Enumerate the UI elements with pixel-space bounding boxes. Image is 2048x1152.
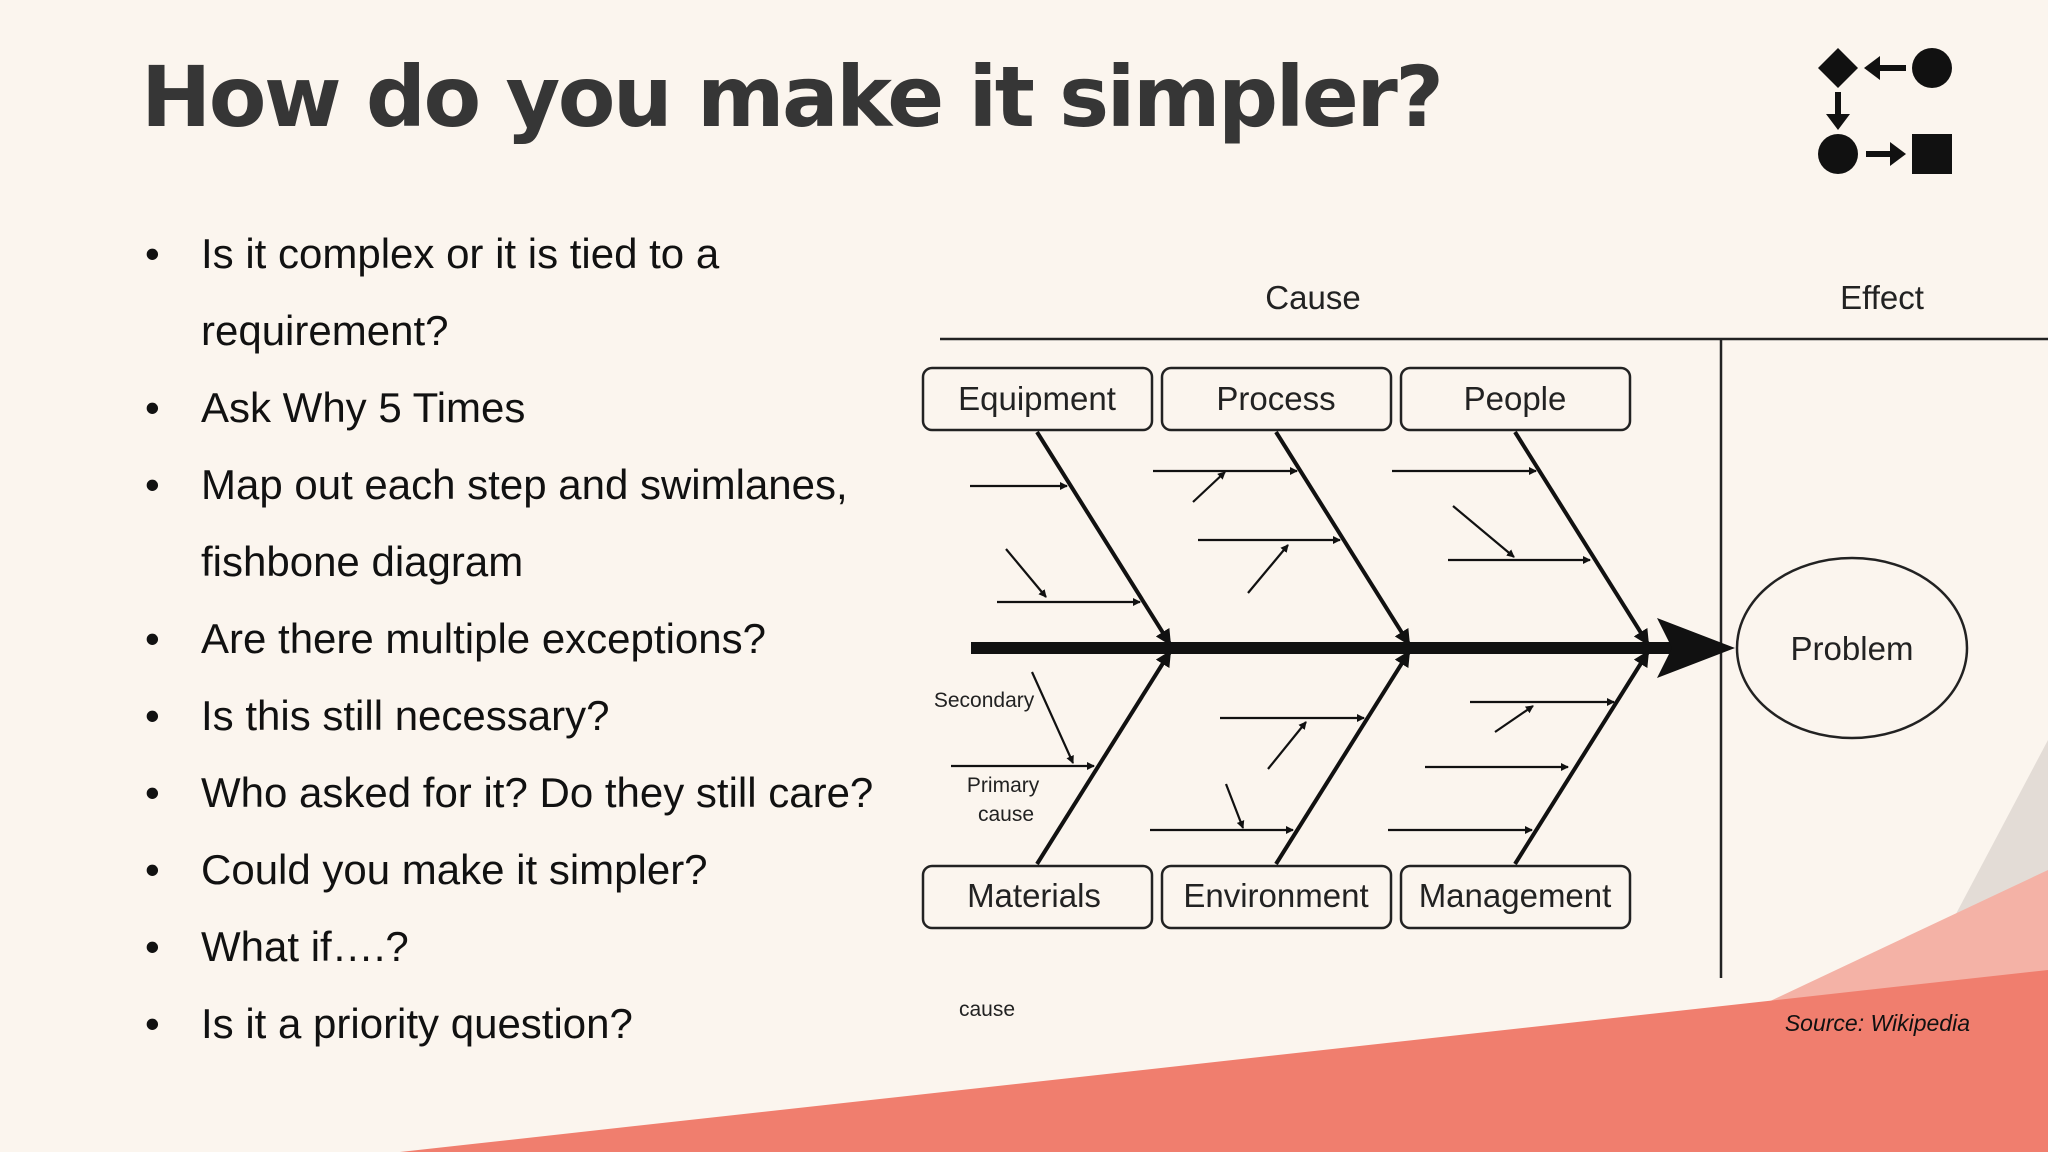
effect-header: Effect [1840,279,1924,316]
source-caption: Source: Wikipedia [1784,1010,1970,1036]
primary-cause-text: Primary [967,774,1040,797]
circle-icon [1818,134,1858,174]
category-box-equipment [921,366,1154,432]
background-red-shape [400,970,2048,1152]
problem-ellipse [1735,556,1969,740]
primary-cause-label: Primary cause [967,774,1045,826]
bullet-item: • Ask Why 5 Times [145,369,905,446]
bullet-dot: • [145,461,160,508]
bullet-list: • Is it complex or it is tied to a requir… [145,215,905,1062]
bullet-text: What if….? [201,923,409,970]
bullet-dot: • [145,615,160,662]
primary-cause-text-line2: cause [978,803,1034,826]
primary-cause-arrows [951,467,1615,834]
square-icon [1912,134,1952,174]
bone-equipment [1035,430,1172,646]
bullet-dot: • [145,384,160,431]
category-label-equipment: Equipment [958,380,1116,417]
bullet-dot: • [145,692,160,739]
bullet-item: • Map out each step and swimlanes, fishbo… [145,446,905,600]
bullet-item: • Is it a priority question? [145,985,905,1062]
bullet-dot: • [145,769,160,816]
bullet-text: Is it complex or it is tied to a require… [201,230,720,354]
slide-title: How do you make it simpler? [141,48,1444,146]
bullet-text: Who asked for it? Do they still care? [201,769,874,816]
bone-people [1513,430,1650,646]
category-label-management: Management [1419,877,1612,914]
bone-environment [1274,650,1411,866]
category-box-people [1399,366,1632,432]
category-box-environment [1160,864,1393,930]
bone-materials [1035,650,1172,866]
arrow-left-icon [1864,56,1880,80]
circle-icon [1912,48,1952,88]
bullet-text: Is this still necessary? [201,692,610,739]
shapes-flow-icon [1818,48,1952,174]
secondary-cause-label: Secondary cause [934,689,1040,1021]
arrow-down-icon [1826,114,1850,130]
bullet-item: • What if….? [145,908,905,985]
bullet-item: • Are there multiple exceptions? [145,600,905,677]
category-label-environment: Environment [1183,877,1368,914]
category-label-process: Process [1216,380,1335,417]
bullet-dot: • [145,846,160,893]
bullet-item: • Is this still necessary? [145,677,905,754]
cause-header: Cause [1265,279,1360,316]
bullet-item: • Could you make it simpler? [145,831,905,908]
fishbone-diagram: Cause Effect Problem Equipment Process P… [921,279,2048,1021]
category-box-management [1399,864,1632,930]
bullet-dot: • [145,1000,160,1047]
bullet-dot: • [145,230,160,277]
secondary-cause-text-line2: cause [959,998,1015,1021]
category-box-process [1160,366,1393,432]
bullet-text: Are there multiple exceptions? [201,615,766,662]
bullet-item: • Who asked for it? Do they still care? [145,754,905,831]
arrow-right-icon [1890,142,1906,166]
secondary-cause-text: Secondary [934,689,1035,712]
category-label-people: People [1464,380,1567,417]
bone-management [1513,650,1650,866]
bone-process [1274,430,1411,646]
spine-arrowhead [1657,618,1735,678]
bullet-text: Map out each step and swimlanes, fishbon… [201,461,848,585]
secondary-cause-arrows [1005,471,1534,829]
diamond-icon [1818,48,1858,88]
category-box-materials [921,864,1154,930]
bullet-text: Is it a priority question? [201,1000,633,1047]
problem-label: Problem [1791,630,1914,667]
bullet-dot: • [145,923,160,970]
category-label-materials: Materials [967,877,1101,914]
bullet-item: • Is it complex or it is tied to a requir… [145,215,905,369]
bullet-text: Could you make it simpler? [201,846,708,893]
bullet-text: Ask Why 5 Times [201,384,526,431]
